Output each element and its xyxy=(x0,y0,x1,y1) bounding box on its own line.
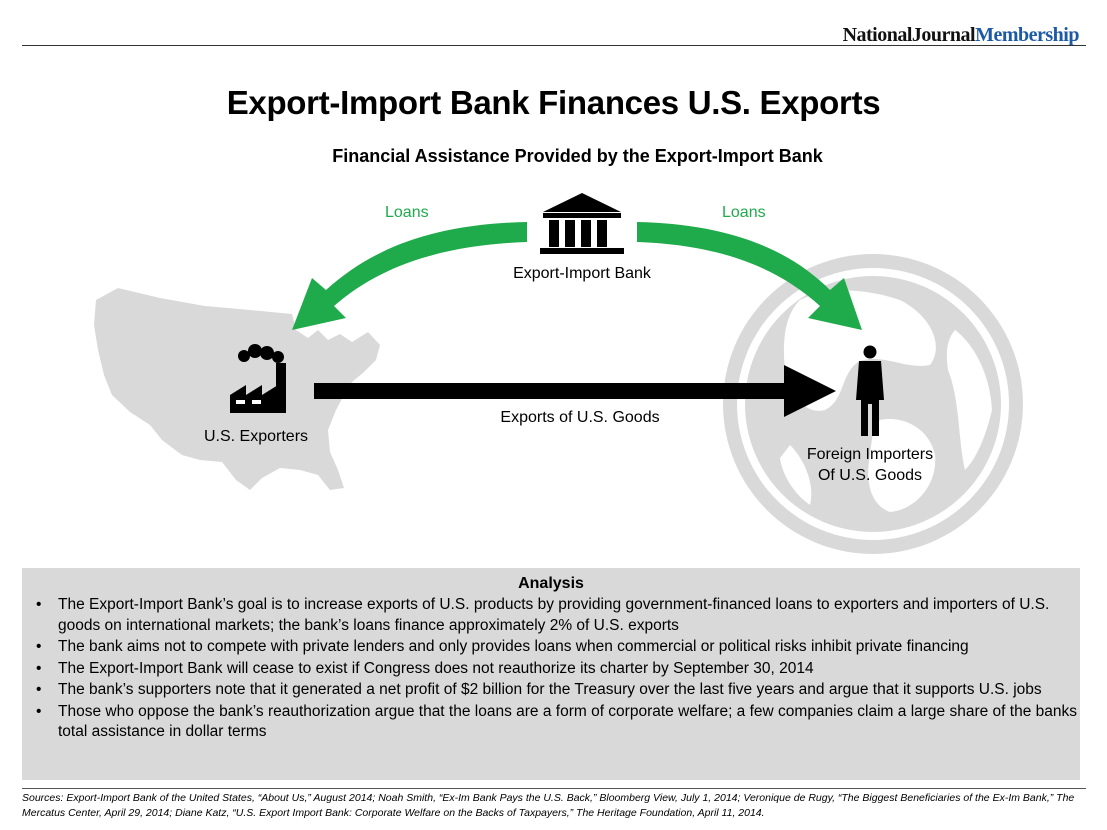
exports-label: Exports of U.S. Goods xyxy=(500,409,660,426)
exporters-label: U.S. Exporters xyxy=(203,428,309,445)
importers-label-line1: Foreign Importers xyxy=(806,446,934,463)
analysis-box: Analysis • The Export-Import Bank’s goal … xyxy=(22,568,1080,780)
analysis-bullet-text: Those who oppose the bank’s reauthorizat… xyxy=(58,702,1077,741)
analysis-title: Analysis xyxy=(518,575,584,592)
analysis-bullet: • The Export-Import Bank’s goal is to inc… xyxy=(36,595,1080,636)
sources-footnote: Sources: Export-Import Bank of the Unite… xyxy=(22,788,1086,821)
brand-part2: Membership xyxy=(975,24,1079,46)
importers-label-line2: Of U.S. Goods xyxy=(817,467,923,484)
analysis-bullet-text: The Export-Import Bank’s goal is to incr… xyxy=(58,596,1050,634)
factory-icon xyxy=(230,344,286,413)
importer-person-icon xyxy=(856,345,884,436)
analysis-bullet: • The bank’s supporters note that it gene… xyxy=(36,680,1080,701)
analysis-bullet: • The Export-Import Bank will cease to ex… xyxy=(36,659,1080,680)
analysis-bullet-text: The bank aims not to compete with privat… xyxy=(58,638,969,655)
bullet-dot: • xyxy=(36,638,42,655)
importers-label: Foreign Importers Of U.S. Goods xyxy=(780,444,960,486)
brand-part1: NationalJournal xyxy=(842,24,976,46)
loan-arrow-right xyxy=(637,222,862,330)
bank-icon xyxy=(540,193,624,254)
us-map-icon xyxy=(94,288,380,490)
analysis-bullet-text: The Export-Import Bank will cease to exi… xyxy=(58,659,814,677)
loans-label-left: Loans xyxy=(385,204,429,221)
flow-diagram xyxy=(94,193,1023,554)
analysis-bullet: • Those who oppose the bank’s reauthoriza… xyxy=(36,702,1080,743)
loan-arrow-left xyxy=(292,222,527,330)
page-title: Export-Import Bank Finances U.S. Exports xyxy=(226,84,881,121)
analysis-bullet-text: The bank’s supporters note that it gener… xyxy=(58,681,1042,698)
bullet-dot: • xyxy=(36,659,42,677)
bullet-dot: • xyxy=(36,596,42,613)
brand-logo: NationalJournalMembership xyxy=(842,24,1080,47)
header-divider xyxy=(22,45,1086,46)
analysis-list: • The Export-Import Bank’s goal is to inc… xyxy=(22,595,1080,743)
bullet-dot: • xyxy=(36,681,42,698)
export-arrow xyxy=(314,365,836,417)
diagram-subtitle: Financial Assistance Provided by the Exp… xyxy=(332,146,823,166)
bullet-dot: • xyxy=(36,702,42,720)
bank-label: Export-Import Bank xyxy=(513,265,651,282)
loans-label-right: Loans xyxy=(722,204,766,221)
analysis-bullet: • The bank aims not to compete with priva… xyxy=(36,637,1080,658)
